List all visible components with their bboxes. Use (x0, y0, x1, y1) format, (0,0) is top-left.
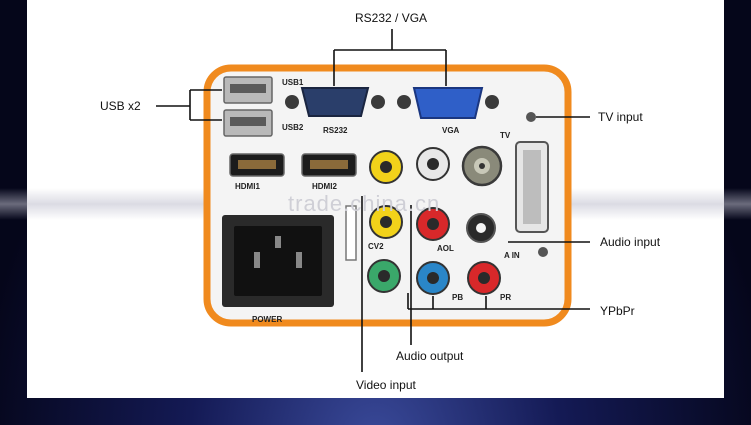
callout-video-input: Video input (356, 378, 416, 392)
leader-usb (156, 89, 222, 121)
vga-port (397, 87, 499, 119)
leader-rs232-vga (333, 29, 447, 86)
rca-red-mid (416, 207, 450, 241)
leader-ypbpr (407, 293, 590, 310)
watermark: trade.china.cn (288, 191, 441, 216)
rca-red-pr (467, 261, 501, 295)
rs232-label: RS232 (323, 126, 348, 135)
leader-lines (156, 29, 590, 372)
rca-yellow-top (369, 150, 403, 184)
power-socket (222, 215, 334, 307)
hdmi2-port (301, 153, 357, 177)
rca-white-top (416, 147, 450, 181)
callout-audio-output: Audio output (396, 349, 464, 363)
rca-yellow-mid (369, 205, 403, 239)
hdmi1-port (229, 153, 285, 177)
callout-tv-input: TV input (598, 110, 643, 124)
power-label: POWER (252, 315, 282, 324)
callout-ypbpr: YPbPr (600, 304, 635, 318)
callout-usb: USB x2 (100, 99, 141, 113)
hdmi1-label: HDMI1 (235, 182, 260, 191)
audio-in-jack (466, 213, 496, 243)
aol-label: AOL (437, 244, 454, 253)
usb-port-2 (223, 109, 273, 137)
a-in-label: A IN (504, 251, 520, 260)
pr-label: PR (500, 293, 511, 302)
usb2-label: USB2 (282, 123, 304, 132)
callout-audio-input: Audio input (600, 235, 661, 249)
rca-blue-pb (416, 261, 450, 295)
dvi-port (515, 141, 549, 233)
tv-label: TV (500, 131, 511, 140)
usb-port-1 (223, 76, 273, 104)
hdmi2-label: HDMI2 (312, 182, 337, 191)
rca-green-y (367, 259, 401, 293)
audio-screw (538, 247, 548, 257)
tv-screw (526, 112, 536, 122)
usb1-label: USB1 (282, 78, 304, 87)
vga-label: VGA (442, 126, 460, 135)
tv-coax-connector (461, 145, 503, 187)
callout-rs232-vga: RS232 / VGA (355, 11, 428, 25)
cv2-label: CV2 (368, 242, 384, 251)
slot (345, 205, 357, 261)
rs232-port (285, 87, 385, 117)
pb-label: PB (452, 293, 463, 302)
